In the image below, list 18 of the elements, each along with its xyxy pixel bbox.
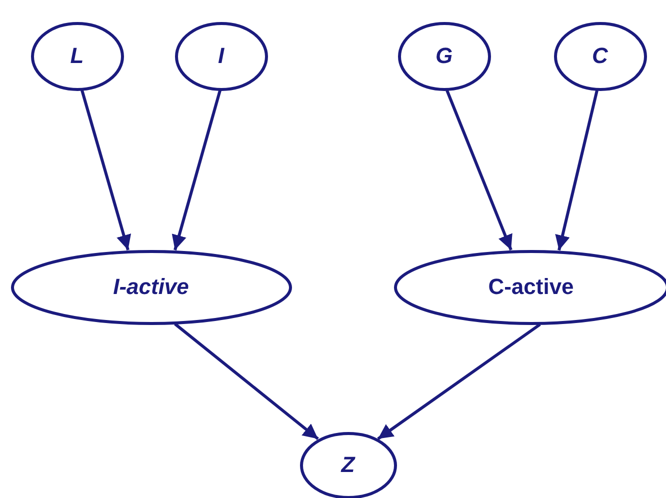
ellipse-node xyxy=(554,22,646,90)
arrow xyxy=(172,90,222,250)
arrow xyxy=(446,90,512,250)
ellipse-node xyxy=(174,22,268,90)
node-label: I-active xyxy=(112,274,190,300)
arrow xyxy=(377,323,541,440)
node-label: C xyxy=(591,43,609,69)
ellipse-node xyxy=(30,22,124,90)
node-label: L xyxy=(69,43,85,69)
node-label: Z xyxy=(340,452,356,478)
node-label: G xyxy=(434,43,454,69)
node-label: C-active xyxy=(487,274,575,300)
arrow xyxy=(555,90,598,251)
arrow xyxy=(174,322,319,440)
ellipse-node xyxy=(10,250,292,324)
node-label: I xyxy=(216,43,226,69)
arrow xyxy=(80,90,132,250)
ellipse-node xyxy=(398,22,490,90)
